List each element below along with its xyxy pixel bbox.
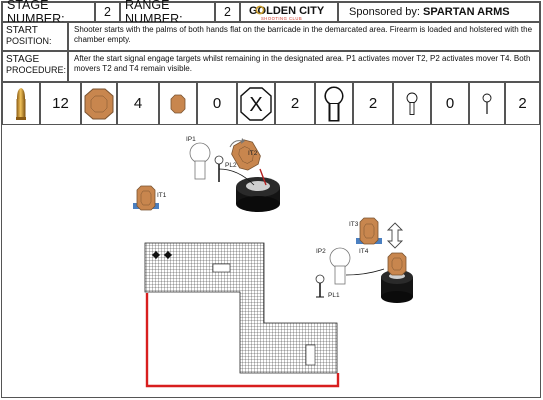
svg-text:X: X bbox=[249, 94, 262, 116]
pl2-plate: PL2 bbox=[214, 155, 237, 182]
barricade-window-marker bbox=[152, 251, 172, 259]
procedure-text: After the start signal engage targets wh… bbox=[74, 54, 531, 73]
it2-mover: IT2 bbox=[218, 138, 280, 212]
label-pl2: PL2 bbox=[225, 162, 237, 169]
mini-target-count: 0 bbox=[197, 82, 237, 125]
cartridge-icon bbox=[16, 87, 26, 120]
stage-number-value: 2 bbox=[95, 2, 120, 22]
pl1-plate: PL1 bbox=[315, 274, 340, 299]
label-pl1: PL1 bbox=[328, 292, 340, 299]
mini-target-count-text: 0 bbox=[212, 95, 222, 112]
ipsc-target-cell bbox=[81, 82, 117, 125]
small-popper-icon bbox=[406, 92, 418, 115]
no-shoot-count: 2 bbox=[275, 82, 315, 125]
label-it2: IT2 bbox=[248, 150, 258, 157]
large-popper-cell bbox=[315, 82, 353, 125]
ipsc-target-count: 4 bbox=[117, 82, 159, 125]
sponsor-block: Sponsored by: SPARTAN ARMS bbox=[338, 2, 540, 22]
logo-text: GOLDEN CITY bbox=[249, 5, 325, 17]
start-text: Shooter starts with the palms of both ha… bbox=[74, 25, 533, 44]
range-number-text: 2 bbox=[224, 5, 231, 19]
small-popper-count: 0 bbox=[431, 82, 469, 125]
mini-ipsc-target-icon bbox=[170, 94, 186, 113]
ip2-popper: IP2 bbox=[316, 247, 385, 285]
logo-subtext: SHOOTING CLUB bbox=[261, 16, 302, 21]
no-shoot-count-text: 2 bbox=[290, 95, 300, 112]
label-it1: IT1 bbox=[157, 192, 167, 199]
stage-procedure-text: After the start signal engage targets wh… bbox=[68, 51, 540, 82]
it1-target: IT1 bbox=[133, 185, 167, 211]
label-ip2: IP2 bbox=[316, 248, 326, 255]
start-position-text: Shooter starts with the palms of both ha… bbox=[68, 22, 540, 51]
plate-count: 2 bbox=[505, 82, 540, 125]
up-down-arrow-icon bbox=[386, 222, 404, 249]
plate-cell bbox=[469, 82, 505, 125]
range-number-label: RANGE NUMBER: bbox=[120, 0, 215, 26]
steel-plate-icon bbox=[482, 93, 492, 114]
label-it4: IT4 bbox=[359, 248, 369, 255]
small-popper-cell bbox=[393, 82, 431, 125]
start-label-top: START bbox=[6, 25, 38, 36]
stage-procedure-label: STAGE PROCEDURE: bbox=[2, 51, 68, 82]
start-label-bottom: POSITION: bbox=[6, 36, 52, 46]
large-popper-icon bbox=[324, 86, 344, 121]
logo-target-ring bbox=[255, 5, 265, 15]
small-popper-count-text: 0 bbox=[445, 95, 455, 112]
large-popper-count: 2 bbox=[353, 82, 393, 125]
stage-number-text: 2 bbox=[104, 5, 111, 19]
it3-target: IT3 bbox=[349, 217, 382, 245]
ipsc-target-count-text: 4 bbox=[133, 95, 143, 112]
ipsc-target-icon bbox=[84, 88, 114, 119]
rounds-count-text: 12 bbox=[52, 95, 69, 112]
large-popper-count-text: 2 bbox=[368, 95, 378, 112]
rounds-count: 12 bbox=[40, 82, 81, 125]
barricade-port-lower bbox=[305, 344, 316, 366]
start-position-label: START POSITION: bbox=[2, 22, 68, 51]
club-logo: GOLDEN CITY SHOOTING CLUB bbox=[240, 2, 338, 22]
procedure-label-top: STAGE bbox=[6, 54, 40, 65]
mini-target-cell bbox=[159, 82, 197, 125]
no-shoot-cell: X bbox=[237, 82, 275, 125]
stage-diagram: IP1 PL2 IT2 bbox=[133, 136, 413, 388]
sponsor-name: SPARTAN ARMS bbox=[423, 6, 510, 18]
procedure-label-bottom: PROCEDURE: bbox=[6, 65, 67, 75]
plate-count-text: 2 bbox=[518, 95, 527, 112]
label-ip1: IP1 bbox=[186, 136, 196, 143]
no-shoot-icon: X bbox=[240, 86, 272, 121]
label-it3: IT3 bbox=[349, 221, 359, 228]
sponsor-label: Sponsored by: bbox=[349, 6, 420, 18]
fault-line bbox=[145, 293, 340, 388]
ip1-popper: IP1 bbox=[186, 136, 211, 180]
range-number-value: 2 bbox=[215, 2, 240, 22]
cartridge-cell bbox=[2, 82, 40, 125]
stage-number-label: STAGE NUMBER: bbox=[2, 0, 95, 26]
barricade-structure bbox=[144, 242, 338, 374]
club-logo-svg: GOLDEN CITY SHOOTING CLUB bbox=[249, 5, 325, 21]
it4-mover: IT4 bbox=[359, 248, 413, 303]
barricade-port-upper bbox=[212, 263, 231, 273]
